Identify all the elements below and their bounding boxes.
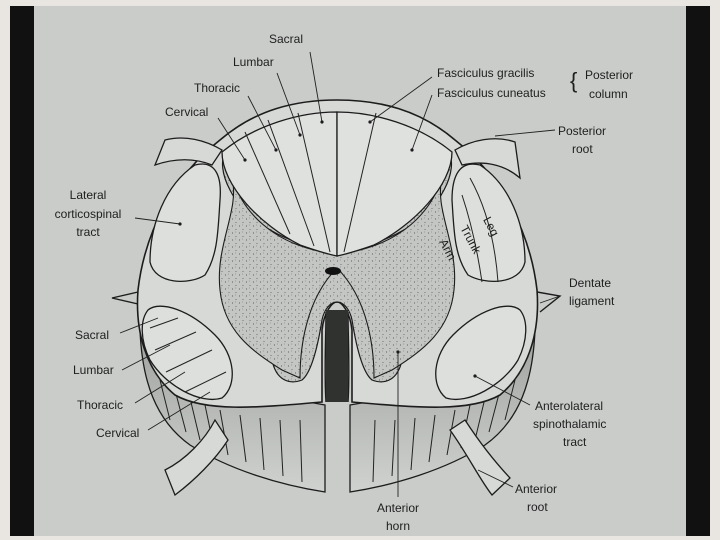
label-anterolateral-1: Anterolateral	[535, 399, 603, 413]
label-cervical-top: Cervical	[165, 105, 208, 119]
label-anterior-horn-1: Anterior	[377, 501, 419, 515]
posterior-root-left	[155, 138, 222, 165]
label-posterior-root-1: Posterior	[558, 124, 606, 138]
lateral-corticospinal-tract-left	[150, 164, 220, 281]
label-posterior-root-2: root	[572, 142, 593, 156]
label-fasciculus-gracilis: Fasciculus gracilis	[437, 66, 534, 80]
label-fasciculus-cuneatus: Fasciculus cuneatus	[437, 86, 546, 100]
posterior-column-brace: {	[570, 68, 577, 93]
label-cervical-bottom: Cervical	[96, 426, 139, 440]
label-anterior-root-1: Anterior	[515, 482, 557, 496]
label-sacral-top: Sacral	[269, 32, 303, 46]
label-sacral-bottom: Sacral	[75, 328, 109, 342]
label-thoracic-top: Thoracic	[194, 81, 240, 95]
label-anterolateral-3: tract	[563, 435, 587, 449]
label-posterior-column-1: Posterior	[585, 68, 633, 82]
label-thoracic-bottom: Thoracic	[77, 398, 123, 412]
label-anterolateral-2: spinothalamic	[533, 417, 606, 431]
label-dentate-1: Dentate	[569, 276, 611, 290]
label-anterior-horn-2: horn	[386, 519, 410, 533]
fissure-shadow	[326, 310, 348, 402]
label-lateral-cst-1: Lateral	[70, 188, 107, 202]
label-lumbar-top: Lumbar	[233, 55, 274, 69]
label-anterior-root-2: root	[527, 500, 548, 514]
label-lateral-cst-2: corticospinal	[55, 207, 122, 221]
label-posterior-column-2: column	[589, 87, 628, 101]
label-lateral-cst-3: tract	[76, 225, 100, 239]
dentate-ligament-left	[112, 292, 138, 304]
central-canal	[325, 267, 341, 275]
label-dentate-2: ligament	[569, 294, 615, 308]
label-lumbar-bottom: Lumbar	[73, 363, 114, 377]
dentate-ligament-right	[537, 292, 560, 312]
